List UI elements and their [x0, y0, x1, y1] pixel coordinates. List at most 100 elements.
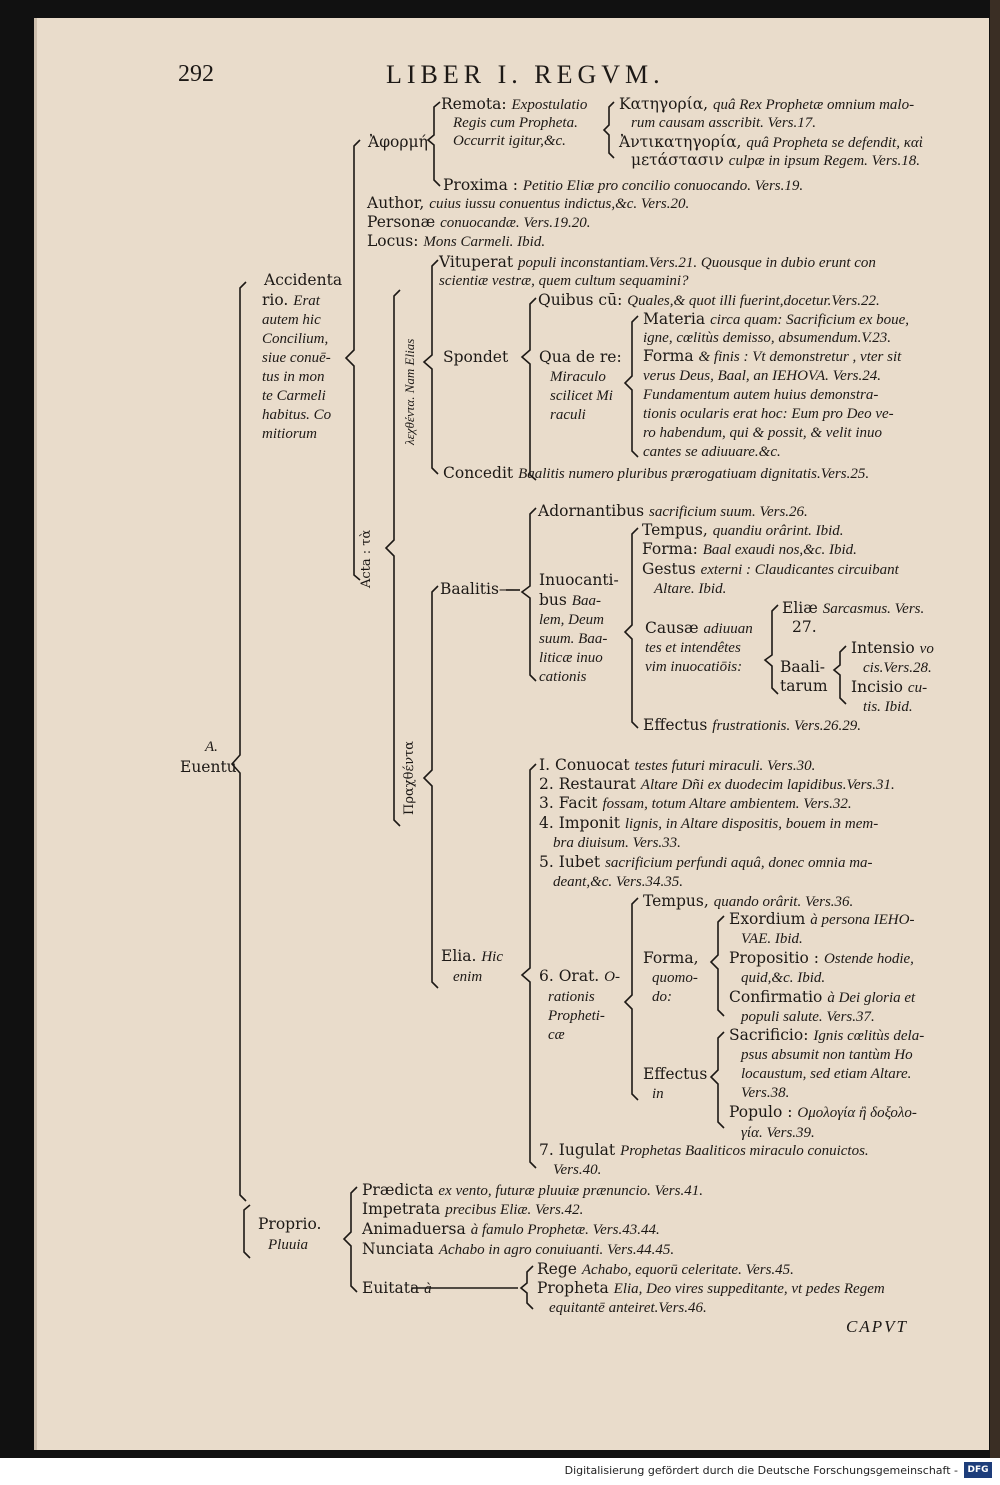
- line-roman-text: Ἀντικατηγορία,: [619, 133, 747, 151]
- line-italic-text: populi inconstantiam.Vers.21. Quousque i…: [518, 255, 876, 271]
- line-italic-text: circa quam: Sacrificium ex boue,: [710, 312, 910, 328]
- line-roman-text: Gestus: [642, 560, 701, 578]
- line-italic-text: lignis, in Altare dispositis, bouem in m…: [624, 816, 879, 832]
- line-italic-text: liticæ inuo: [539, 650, 603, 666]
- outline-line: equitantē anteiret.Vers.46.: [549, 1299, 707, 1316]
- outline-line: habitus. Co: [262, 406, 331, 423]
- outline-line: igne, cœlitùs demisso, absumendum.V.23.: [643, 329, 891, 346]
- outline-line: Sacrificio: Ignis cœlitùs dela-: [729, 1027, 924, 1044]
- page-number: 292: [178, 61, 214, 87]
- line-italic-text: cæ: [548, 1027, 565, 1043]
- line-italic-text: VAE. Ibid.: [741, 931, 803, 947]
- line-italic-text: tis. Ibid.: [863, 699, 913, 715]
- outline-line: scientiæ vestræ, quem cultum sequamini?: [439, 272, 689, 289]
- outline-line: Propheta Elia, Deo vires suppeditante, v…: [537, 1280, 885, 1297]
- outline-line: quomo-: [652, 969, 698, 986]
- line-roman-text: Euitata: [362, 1279, 425, 1297]
- line-italic-text: à Dei gloria et: [827, 990, 916, 1006]
- line-roman-text: Elia.: [441, 947, 482, 965]
- line-roman-text: bus: [539, 591, 572, 609]
- line-italic-text: à famulo Prophetæ. Vers.43.44.: [470, 1222, 660, 1238]
- line-roman-text: Tempus,: [642, 521, 713, 539]
- line-italic-text: cationis: [539, 669, 587, 685]
- brace-causae: [763, 604, 779, 695]
- outline-line: Forma & finis : Vt demonstretur , vter s…: [643, 348, 901, 365]
- line-italic-text: in: [652, 1086, 664, 1102]
- outline-line: Personæ conuocandæ. Vers.19.20.: [367, 214, 591, 231]
- line-roman-text: Exordium: [729, 910, 811, 928]
- outline-line: bus Baa-: [539, 592, 601, 609]
- line-italic-text: scilicet Mi: [550, 388, 613, 404]
- line-italic-text: Erat: [293, 293, 320, 309]
- line-roman-text: Personæ: [367, 213, 441, 231]
- binding-spine: [990, 0, 1000, 1460]
- outline-line: psus absumit non tantùm Ho: [741, 1046, 913, 1063]
- brace-proprio: [342, 1186, 358, 1293]
- outline-line: ro habendum, qui & possit, & velit inuo: [643, 424, 882, 441]
- outline-line: cantes se adiuuare.&c.: [643, 443, 781, 460]
- line-roman-text: Sacrificio:: [729, 1026, 814, 1044]
- outline-line: Propositio : Ostende hodie,: [729, 950, 914, 967]
- line-italic-text: populi salute. Vers.37.: [741, 1009, 875, 1025]
- line-roman-text: rio.: [262, 291, 294, 309]
- line-italic-text: Occurrit igitur,&c.: [453, 133, 566, 149]
- outline-line: Proxima : Petitio Eliæ pro concilio conu…: [443, 177, 803, 194]
- vertical-label: Πραχθέντα: [402, 740, 417, 815]
- outline-line: enim: [453, 968, 482, 985]
- outline-line: Impetrata precibus Eliæ. Vers.42.: [362, 1201, 583, 1218]
- brace-baalitarum: [832, 645, 847, 705]
- line-italic-text: Altare. Ibid.: [654, 581, 727, 597]
- line-roman-text: Proxima :: [443, 176, 523, 194]
- line-italic-text: adiuuan: [703, 621, 753, 637]
- outline-line: liticæ inuo: [539, 649, 603, 666]
- outline-line: Forma,: [643, 950, 699, 967]
- line-roman-text: Remota:: [441, 95, 512, 113]
- book-page: [34, 18, 989, 1450]
- line-italic-text: cu-: [907, 680, 928, 696]
- outline-line: Fundamentum autem huius demonstra-: [643, 386, 878, 403]
- line-italic-text: Sarcasmus. Vers.: [822, 601, 925, 617]
- digitization-footer: Digitalisierung gefördert durch die Deut…: [0, 1458, 1000, 1485]
- outline-line: 7. Iugulat Prophetas Baaliticos miraculo…: [539, 1142, 869, 1159]
- brace-oratio: [623, 897, 639, 1101]
- outline-line: Propheti-: [548, 1007, 605, 1024]
- outline-line: tes et intendêtes: [645, 639, 741, 656]
- line-italic-text: testes futuri miraculi. Vers.30.: [634, 758, 816, 774]
- line-italic-text: Elia, Deo vires suppeditante, vt pedes R…: [613, 1281, 885, 1297]
- outline-line: Accidenta: [264, 272, 342, 289]
- outline-line: Tempus, quandiu orârint. Ibid.: [642, 522, 844, 539]
- line-italic-text: cis.Vers.28.: [863, 660, 932, 676]
- line-italic-text: Ignis cœlitùs dela-: [813, 1028, 925, 1044]
- line-italic-text: Achabo, equorū celeritate. Vers.45.: [581, 1262, 794, 1278]
- line-italic-text: rationis: [548, 989, 595, 1005]
- outline-line: vim inuocatiōis:: [645, 658, 742, 675]
- outline-line: quid,&c. Ibid.: [741, 969, 825, 986]
- outline-line: Materia circa quam: Sacrificium ex boue,: [643, 311, 909, 328]
- outline-line: raculi: [550, 406, 586, 423]
- outline-line: μετάστασιν culpæ in ipsum Regem. Vers.18…: [631, 152, 920, 169]
- line-italic-text: vo: [919, 641, 934, 657]
- line-roman-text: Intensio: [851, 639, 920, 657]
- line-italic-text: Pluuia: [268, 1237, 308, 1253]
- line-italic-text: γία. Vers.39.: [741, 1125, 815, 1141]
- line-roman-text: Proprio.: [258, 1215, 322, 1233]
- line-roman-text: Inuocanti-: [539, 571, 619, 589]
- line-italic-text: tionis ocularis erat hoc: Eum pro Deo ve…: [643, 406, 894, 422]
- brace-lechthenta: [422, 259, 439, 475]
- footer-credit: Digitalisierung gefördert durch die Deut…: [564, 1464, 958, 1477]
- line-italic-text: fossam, totum Altare ambientem. Vers.32.: [602, 796, 852, 812]
- line-italic-text: sacrificium perfundi aquâ, donec omnia m…: [605, 855, 873, 871]
- line-roman-text: Nunciata: [362, 1240, 439, 1258]
- outline-line: Gestus externi : Claudicantes circuibant: [642, 561, 899, 578]
- outline-line: lem, Deum: [539, 611, 604, 628]
- line-italic-text: suum. Baa-: [539, 631, 608, 647]
- line-italic-text: tes et intendêtes: [645, 640, 741, 656]
- outline-line: Quibus cū: Quales,& quot illi fuerint,do…: [538, 292, 880, 309]
- line-roman-text: Concedit: [443, 464, 519, 482]
- line-roman-text: 27.: [792, 618, 817, 636]
- line-roman-text: Forma,: [643, 949, 699, 967]
- vertical-label: Acta : τὰ: [359, 529, 374, 588]
- outline-line: tionis ocularis erat hoc: Eum pro Deo ve…: [643, 405, 894, 422]
- brace-inuocantibus: [623, 527, 639, 729]
- outline-line: populi salute. Vers.37.: [741, 1008, 875, 1025]
